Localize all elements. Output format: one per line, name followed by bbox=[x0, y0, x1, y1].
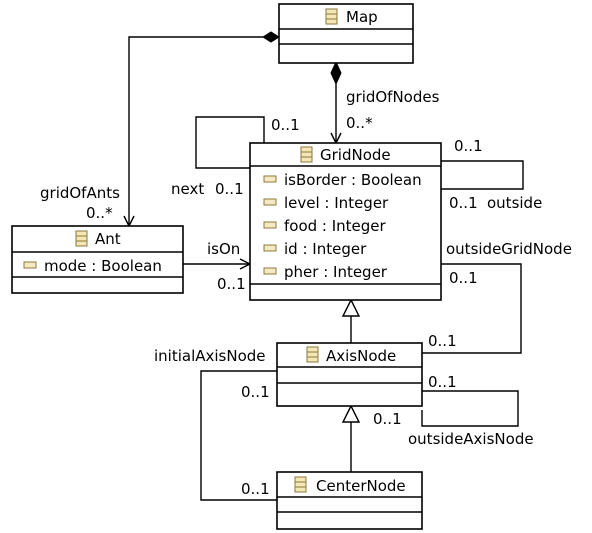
attribute-icon bbox=[263, 198, 277, 206]
role-outside-axis-node: outsideAxisNode bbox=[408, 430, 534, 448]
class-name: AxisNode bbox=[326, 347, 396, 365]
edge-outside-grid-node bbox=[422, 263, 522, 354]
multiplicity-next-a: 0..1 bbox=[271, 116, 300, 134]
generalization-triangle-icon bbox=[341, 404, 361, 423]
edge-grid-of-nodes bbox=[330, 60, 342, 145]
class-axis-node[interactable]: AxisNode bbox=[276, 342, 423, 407]
role-initial-axis-node: initialAxisNode bbox=[154, 347, 266, 365]
attribute-icon bbox=[263, 244, 277, 252]
composition-diamond-icon bbox=[262, 31, 280, 43]
class-icon bbox=[294, 476, 307, 493]
class-name: CenterNode bbox=[316, 477, 406, 495]
multiplicity-next-b: 0..1 bbox=[215, 180, 244, 198]
role-outside-grid-node: outsideGridNode bbox=[446, 240, 572, 258]
multiplicity-outside-axis-node-a: 0..1 bbox=[428, 373, 457, 391]
class-icon bbox=[325, 8, 338, 25]
attribute-icon bbox=[263, 175, 277, 183]
attribute-level: level : Integer bbox=[284, 194, 389, 212]
multiplicity-is-on: 0..1 bbox=[217, 275, 246, 293]
class-icon bbox=[306, 346, 319, 363]
multiplicity-outside-grid-node-b: 0..1 bbox=[428, 332, 457, 350]
multiplicity-initial-axis-node-a: 0..1 bbox=[241, 383, 270, 401]
multiplicity-grid-of-ants: 0..* bbox=[86, 204, 113, 222]
multiplicity-outside-a: 0..1 bbox=[454, 137, 483, 155]
role-next: next bbox=[171, 180, 204, 198]
edge-is-on bbox=[183, 258, 252, 270]
multiplicity-outside-b: 0..1 bbox=[449, 194, 478, 212]
multiplicity-initial-axis-node-b: 0..1 bbox=[241, 480, 270, 498]
class-grid-node[interactable]: GridNode isBorder : Boolean level : Inte… bbox=[249, 142, 442, 301]
attribute-id: id : Integer bbox=[284, 240, 367, 258]
edge-next bbox=[195, 116, 265, 169]
edge-generalization-axisnode bbox=[341, 298, 361, 343]
attribute-is-border: isBorder : Boolean bbox=[284, 171, 422, 189]
edge-outside bbox=[441, 160, 524, 190]
attribute-icon bbox=[23, 261, 37, 269]
role-grid-of-ants: gridOfAnts bbox=[40, 184, 120, 202]
generalization-triangle-icon bbox=[341, 298, 361, 317]
multiplicity-grid-of-nodes: 0..* bbox=[346, 114, 373, 132]
class-name: Ant bbox=[95, 230, 121, 248]
class-name: Map bbox=[346, 8, 378, 26]
role-outside: outside bbox=[487, 194, 542, 212]
edge-initial-axis-node bbox=[200, 370, 277, 501]
class-map[interactable]: Map bbox=[278, 3, 414, 64]
attribute-mode: mode : Boolean bbox=[44, 257, 162, 275]
multiplicity-outside-grid-node-a: 0..1 bbox=[449, 269, 478, 287]
class-icon bbox=[75, 230, 88, 247]
class-name: GridNode bbox=[320, 146, 391, 164]
attribute-food: food : Integer bbox=[284, 217, 387, 235]
attribute-icon bbox=[263, 267, 277, 275]
edge-outside-axis-node bbox=[421, 390, 519, 427]
multiplicity-outside-axis-node-b: 0..1 bbox=[373, 410, 402, 428]
edge-grid-of-ants bbox=[123, 31, 280, 228]
role-grid-of-nodes: gridOfNodes bbox=[346, 88, 440, 106]
composition-diamond-icon bbox=[330, 60, 342, 86]
attribute-pher: pher : Integer bbox=[284, 263, 388, 281]
role-is-on: isOn bbox=[207, 240, 240, 258]
class-icon bbox=[300, 146, 313, 163]
edge-generalization-centernode bbox=[341, 404, 361, 472]
attribute-icon bbox=[263, 221, 277, 229]
class-center-node[interactable]: CenterNode bbox=[276, 471, 423, 530]
class-ant[interactable]: Ant mode : Boolean bbox=[11, 225, 184, 294]
